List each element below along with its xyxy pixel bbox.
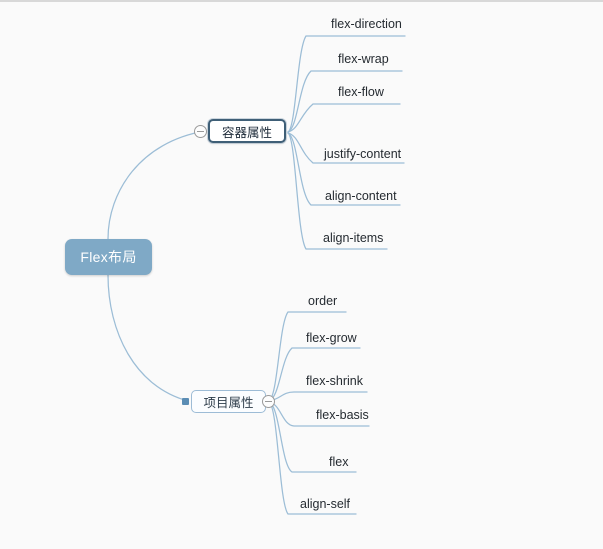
node-item-properties-label: 项目属性 [203, 396, 254, 410]
edge-container-flex-flow [287, 103, 401, 133]
bullet-handle-item[interactable] [182, 398, 189, 405]
leaf-align-items[interactable]: align-items [323, 231, 384, 245]
collapse-handle-container[interactable] [194, 125, 207, 138]
edge-container-flex-direction [287, 35, 406, 133]
leaf-flex-flow[interactable]: flex-flow [338, 85, 384, 99]
node-container-properties-label: 容器属性 [221, 125, 272, 140]
leaf-flex-direction[interactable]: flex-direction [331, 17, 402, 31]
edge-root-to-container [107, 130, 206, 240]
leaf-flex-shrink[interactable]: flex-shrink [306, 374, 363, 388]
leaf-justify-content[interactable]: justify-content [324, 147, 402, 161]
node-container-properties[interactable]: 容器属性 [208, 119, 286, 143]
leaf-align-self[interactable]: align-self [300, 497, 351, 511]
node-item-properties[interactable]: 项目属性 [191, 390, 266, 413]
leaf-order[interactable]: order [308, 294, 338, 308]
edge-container-flex-wrap [287, 70, 403, 133]
leaf-flex-wrap[interactable]: flex-wrap [338, 52, 389, 66]
edge-item-flex-shrink [268, 391, 368, 402]
collapse-handle-item[interactable] [262, 395, 275, 408]
leaf-flex[interactable]: flex [329, 455, 349, 469]
node-root-label: Flex布局 [80, 249, 137, 265]
edge-root-to-item [107, 274, 189, 402]
node-root[interactable]: Flex布局 [65, 239, 152, 275]
leaf-align-content[interactable]: align-content [325, 189, 397, 203]
leaf-flex-grow[interactable]: flex-grow [306, 331, 357, 345]
leaf-flex-basis[interactable]: flex-basis [316, 408, 369, 422]
